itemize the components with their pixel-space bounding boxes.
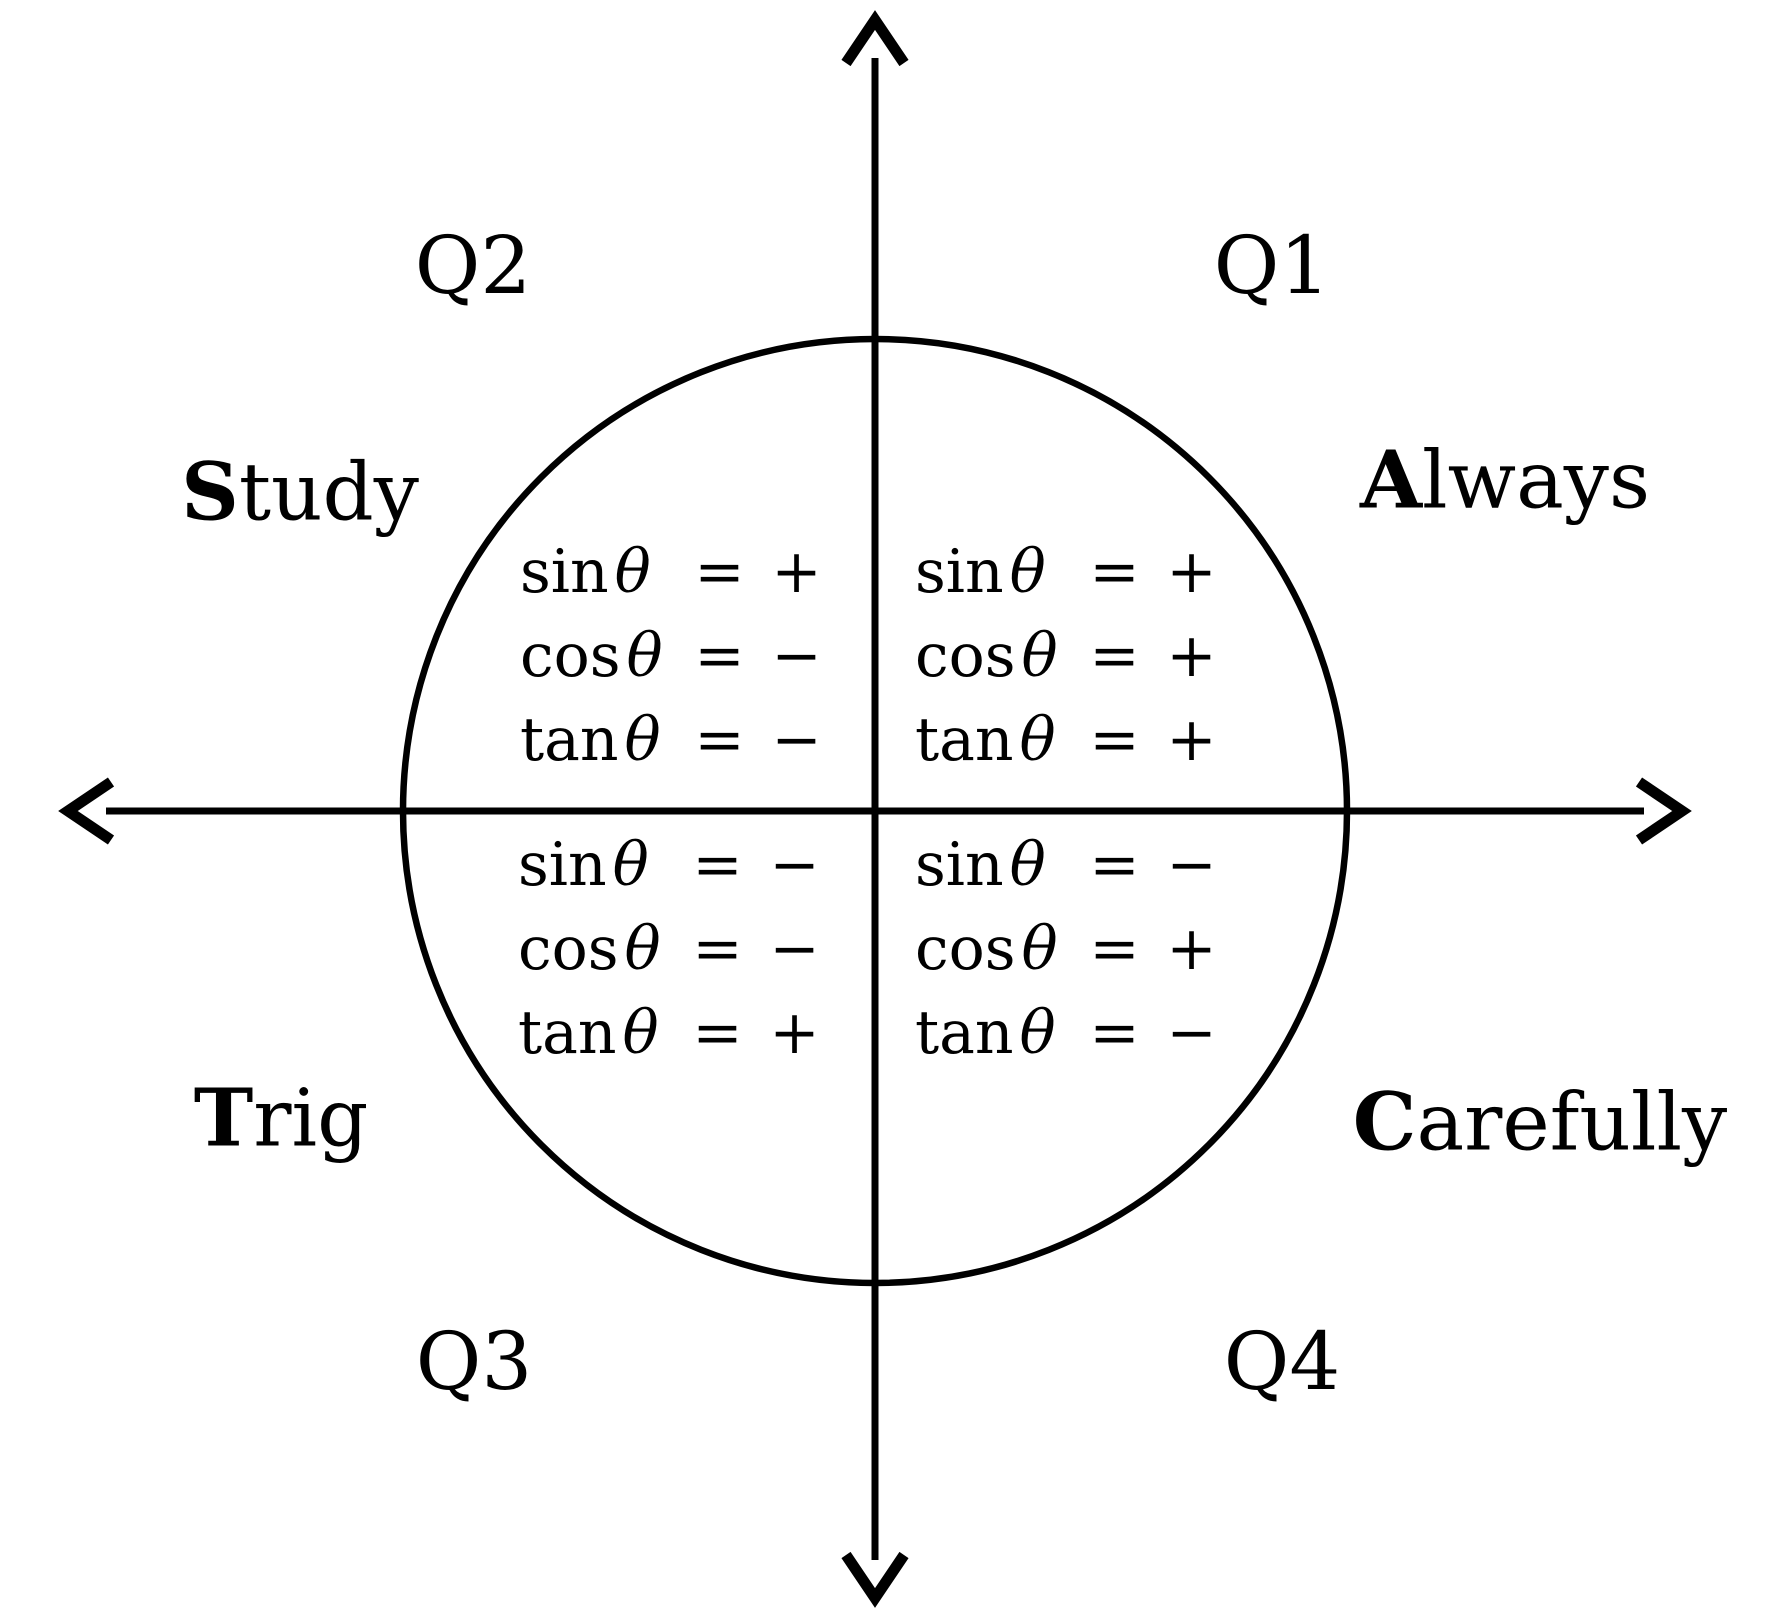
theta-symbol: θ xyxy=(1019,998,1056,1068)
equals-sign: = xyxy=(692,830,743,900)
mnemonic-word-always: Always xyxy=(1360,440,1650,521)
quadrant-label-q1: Q1 xyxy=(1213,219,1331,312)
equals-sign: = xyxy=(694,705,745,775)
mnemonic-lead-letter: C xyxy=(1352,1074,1417,1169)
theta-symbol: θ xyxy=(1021,621,1058,691)
fn-text: cos xyxy=(915,621,1016,691)
theta-symbol: θ xyxy=(1021,914,1058,984)
fn-text: cos xyxy=(915,914,1016,984)
fn-text: cos xyxy=(520,621,621,691)
fn-text: sin xyxy=(915,537,1004,607)
mnemonic-rest: arefully xyxy=(1416,1075,1728,1169)
sign-value: + xyxy=(1166,914,1217,984)
sign-value: − xyxy=(771,705,822,775)
theta-symbol: θ xyxy=(612,830,649,900)
equals-sign: = xyxy=(1089,830,1140,900)
fn-text: tan xyxy=(518,998,617,1068)
sign-value: + xyxy=(1166,705,1217,775)
quadrant-label-q2: Q2 xyxy=(414,219,532,312)
theta-symbol: θ xyxy=(626,621,663,691)
sign-value: − xyxy=(771,621,822,691)
arrowhead-up-icon xyxy=(841,10,909,67)
equals-sign: = xyxy=(1089,705,1140,775)
theta-symbol: θ xyxy=(1019,705,1056,775)
fn-text: tan xyxy=(520,705,619,775)
equals-sign: = xyxy=(692,914,743,984)
mnemonic-lead-letter: S xyxy=(181,444,239,539)
equals-sign: = xyxy=(694,621,745,691)
theta-symbol: θ xyxy=(1009,537,1046,607)
fn-text: tan xyxy=(915,998,1014,1068)
mnemonic-rest: lways xyxy=(1422,433,1651,527)
theta-symbol: θ xyxy=(614,537,651,607)
mnemonic-word-trig: Trig xyxy=(194,1078,369,1159)
equals-sign: = xyxy=(694,537,745,607)
arrowhead-right-icon xyxy=(1635,777,1692,845)
sign-value: − xyxy=(769,914,820,984)
sign-value: + xyxy=(1166,621,1217,691)
fn-text: sin xyxy=(520,537,609,607)
arrowhead-left-icon xyxy=(58,777,115,845)
equals-sign: = xyxy=(1089,537,1140,607)
mnemonic-lead-letter: T xyxy=(193,1070,254,1165)
sign-value: + xyxy=(769,998,820,1068)
sign-value: − xyxy=(769,830,820,900)
sign-value: + xyxy=(1166,537,1217,607)
equals-sign: = xyxy=(692,998,743,1068)
theta-symbol: θ xyxy=(1009,830,1046,900)
mnemonic-rest: tudy xyxy=(238,445,419,539)
equals-sign: = xyxy=(1089,998,1140,1068)
mnemonic-word-study: Study xyxy=(181,452,419,533)
fn-text: sin xyxy=(915,830,1004,900)
sign-value: + xyxy=(771,537,822,607)
fn-text: cos xyxy=(518,914,619,984)
mnemonic-lead-letter: A xyxy=(1359,432,1423,527)
sign-value: − xyxy=(1166,830,1217,900)
sign-value: − xyxy=(1166,998,1217,1068)
equals-sign: = xyxy=(1089,914,1140,984)
fn-text: sin xyxy=(518,830,607,900)
fn-text: tan xyxy=(915,705,1014,775)
mnemonic-word-carefully: Carefully xyxy=(1353,1082,1727,1163)
theta-symbol: θ xyxy=(624,705,661,775)
theta-symbol: θ xyxy=(622,998,659,1068)
quadrant-label-q3: Q3 xyxy=(415,1315,533,1408)
arrowhead-down-icon xyxy=(841,1551,909,1608)
mnemonic-rest: rig xyxy=(253,1071,369,1165)
equals-sign: = xyxy=(1089,621,1140,691)
theta-symbol: θ xyxy=(624,914,661,984)
quadrant-label-q4: Q4 xyxy=(1223,1315,1341,1408)
